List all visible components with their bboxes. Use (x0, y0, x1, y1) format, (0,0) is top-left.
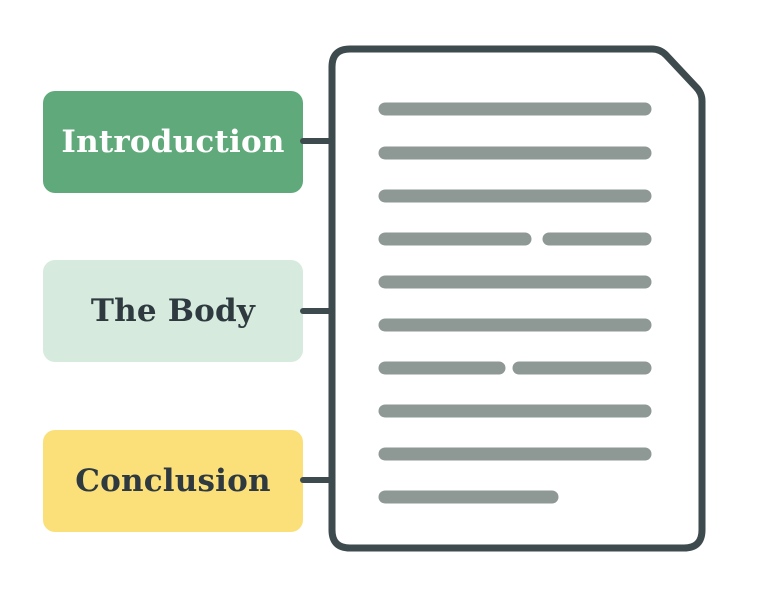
section-box-introduction: Introduction (43, 91, 303, 193)
section-label-conclusion: Conclusion (75, 463, 271, 499)
document-icon (328, 45, 706, 552)
section-box-conclusion: Conclusion (43, 430, 303, 532)
document-text-lines (378, 102, 652, 504)
section-box-body: The Body (43, 260, 303, 362)
section-label-introduction: Introduction (61, 124, 285, 160)
section-label-body: The Body (90, 293, 256, 329)
